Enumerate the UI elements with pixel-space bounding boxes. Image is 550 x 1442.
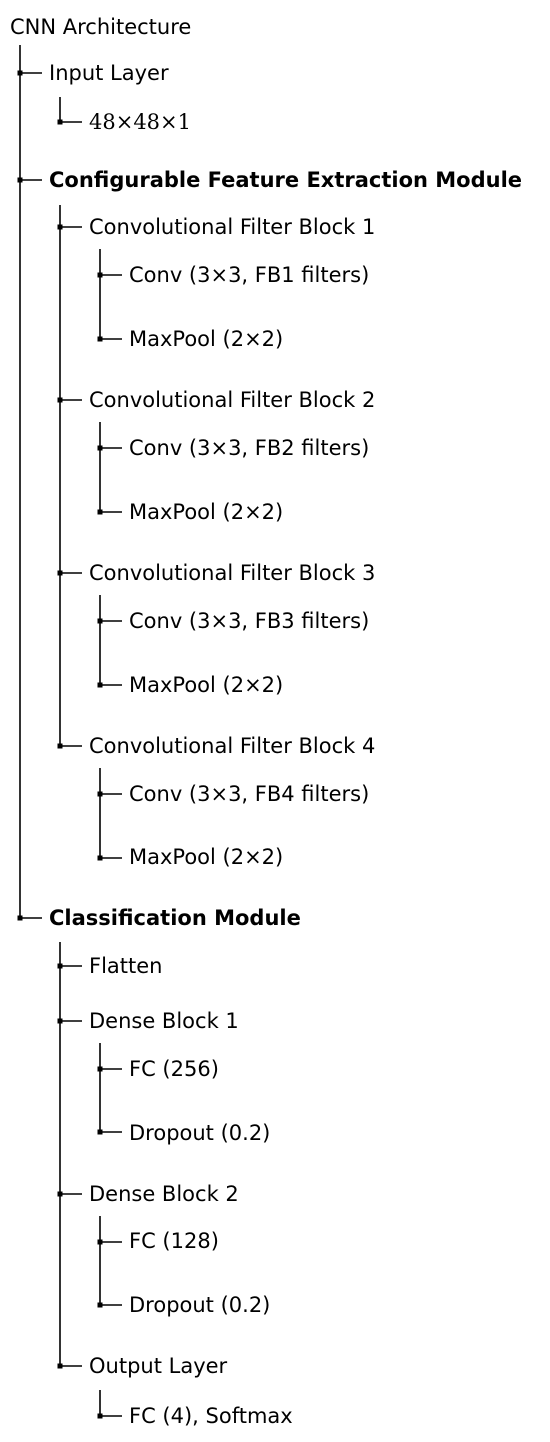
output-layer-node-marker	[57, 1363, 63, 1369]
dense-block-1-fc-node-marker	[97, 1066, 103, 1072]
conv-block-1-conv-node-marker	[97, 272, 103, 278]
dense-block-1-dropout-label: Dropout (0.2)	[129, 1121, 271, 1145]
conv-block-3-node-marker	[57, 570, 63, 576]
dense-block-2-node-marker	[57, 1191, 63, 1197]
output-fc-node-marker	[97, 1413, 103, 1419]
dense-block-2-dropout-node-marker	[97, 1302, 103, 1308]
conv-block-4-conv-node-marker	[97, 791, 103, 797]
conv-block-2-node-marker	[57, 397, 63, 403]
dense-block-2-fc-label: FC (128)	[129, 1229, 219, 1253]
conv-block-3-conv-node-marker	[97, 618, 103, 624]
feature-module-node-marker	[17, 177, 23, 183]
conv-block-1-node-marker	[57, 224, 63, 230]
root-label: CNN Architecture	[10, 15, 192, 39]
conv-block-2-pool-node-marker	[97, 509, 103, 515]
conv-block-3-conv-label: Conv (3×3, FB3 filters)	[129, 609, 370, 633]
dense-block-1-node-marker	[57, 1018, 63, 1024]
conv-block-2-label: Convolutional Filter Block 2	[89, 388, 376, 412]
conv-block-1-pool-label: MaxPool (2×2)	[129, 327, 284, 351]
conv-block-3-label: Convolutional Filter Block 3	[89, 561, 376, 585]
conv-block-4-conv-label: Conv (3×3, FB4 filters)	[129, 782, 370, 806]
input-shape-label: 48×48×1	[89, 110, 191, 134]
conv-block-1-pool-node-marker	[97, 336, 103, 342]
dense-block-2-fc-node-marker	[97, 1239, 103, 1245]
conv-block-4-label: Convolutional Filter Block 4	[89, 734, 376, 758]
conv-block-4-pool-label: MaxPool (2×2)	[129, 845, 284, 869]
conv-block-1-conv-label: Conv (3×3, FB1 filters)	[129, 263, 370, 287]
dense-block-1-label: Dense Block 1	[89, 1009, 239, 1033]
conv-block-2-conv-label: Conv (3×3, FB2 filters)	[129, 436, 370, 460]
conv-block-1-label: Convolutional Filter Block 1	[89, 215, 376, 239]
classification-module-label: Classification Module	[49, 906, 301, 930]
dense-block-1-dropout-node-marker	[97, 1129, 103, 1135]
conv-block-4-pool-node-marker	[97, 855, 103, 861]
feature-module-label: Configurable Feature Extraction Module	[49, 168, 523, 192]
conv-block-3-pool-label: MaxPool (2×2)	[129, 673, 284, 697]
conv-block-4-node-marker	[57, 743, 63, 749]
input-shape-node-marker	[57, 119, 63, 125]
input-layer-label: Input Layer	[49, 61, 169, 85]
dense-block-2-label: Dense Block 2	[89, 1182, 239, 1206]
dense-block-1-fc-label: FC (256)	[129, 1057, 219, 1081]
conv-block-2-conv-node-marker	[97, 445, 103, 451]
input-layer-node-marker	[17, 70, 23, 76]
output-fc-label: FC (4), Softmax	[129, 1404, 293, 1428]
flatten-node-marker	[57, 963, 63, 969]
classification-module-node-marker	[17, 915, 23, 921]
output-layer-label: Output Layer	[89, 1354, 228, 1378]
conv-block-3-pool-node-marker	[97, 682, 103, 688]
dense-block-2-dropout-label: Dropout (0.2)	[129, 1293, 271, 1317]
flatten-label: Flatten	[89, 954, 163, 978]
conv-block-2-pool-label: MaxPool (2×2)	[129, 500, 284, 524]
